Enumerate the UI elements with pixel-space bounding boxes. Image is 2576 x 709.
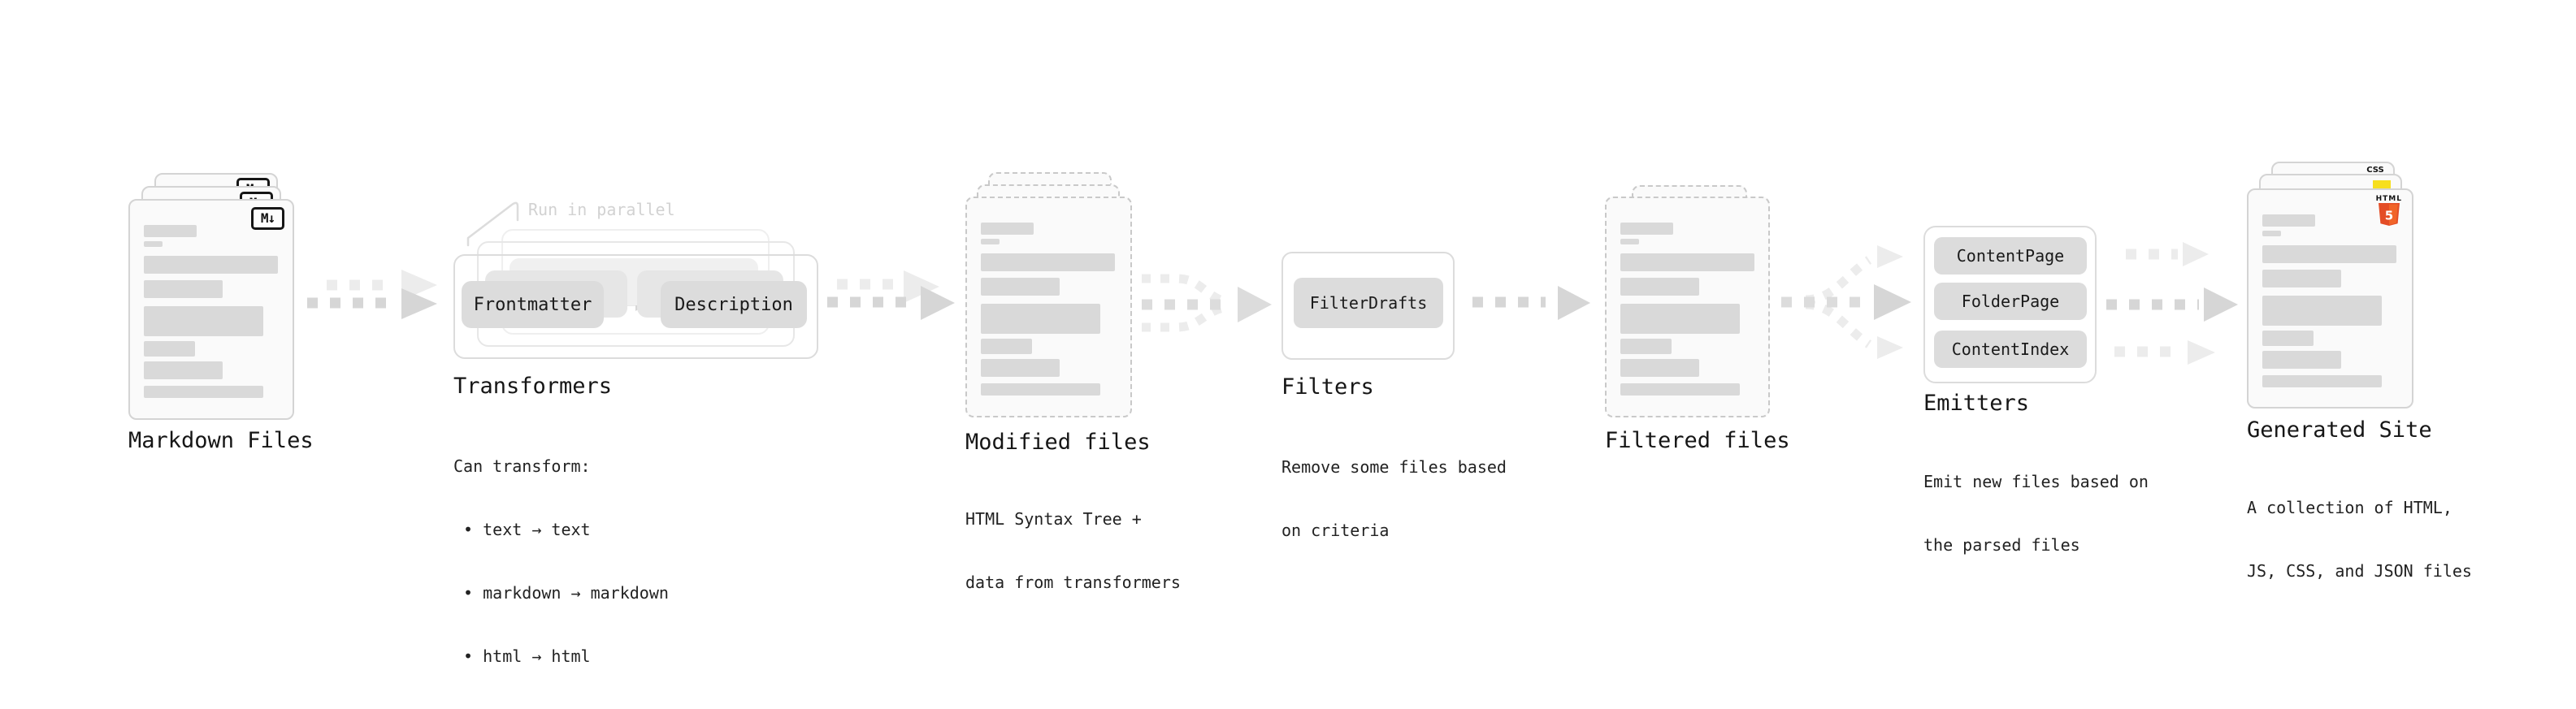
emitter-pill-contentpage: ContentPage [1934, 237, 2087, 275]
text-line-placeholder [2262, 245, 2396, 263]
filters-label: Filters [1281, 374, 1374, 400]
text-line-placeholder [1620, 359, 1699, 377]
text-line-placeholder [1620, 339, 1672, 354]
text-line-placeholder [2262, 375, 2382, 387]
text-line-placeholder [981, 278, 1060, 296]
text-line-placeholder [981, 253, 1115, 271]
transformers-label: Transformers [453, 374, 613, 399]
text-line-placeholder [2262, 351, 2341, 369]
description-line: • text → text [453, 520, 591, 539]
description-line: on criteria [1281, 521, 1390, 540]
markdown-icon: M↓ [251, 207, 284, 230]
css-icon-text: CSS [2366, 166, 2384, 175]
modified-files-label: Modified files [965, 430, 1151, 455]
markdown-file-card-front: M↓ [128, 199, 294, 420]
description-line: Can transform: [453, 456, 591, 476]
generated-file-card-html: HTML 5 [2247, 188, 2413, 409]
text-line-placeholder [1620, 383, 1740, 396]
text-line-placeholder [2262, 270, 2341, 287]
html5-icon: HTML 5 [2376, 195, 2402, 229]
filtered-files-label: Filtered files [1605, 428, 1790, 453]
transformer-layer-front [453, 254, 818, 359]
description-line: • markdown → markdown [453, 583, 669, 603]
arrow-modified-to-filters-merge [1142, 274, 1272, 332]
arrow-markdown-to-transformers [307, 270, 437, 319]
text-line-placeholder [2262, 296, 2382, 326]
filtered-file-card-front [1605, 197, 1770, 417]
filter-pill-filterdrafts: FilterDrafts [1294, 278, 1443, 328]
filters-description: Remove some files based on criteria [1281, 414, 1507, 583]
text-line-placeholder [144, 225, 197, 237]
text-line-placeholder [1620, 304, 1740, 334]
description-line: JS, CSS, and JSON files [2247, 561, 2472, 581]
transformer-pill-description: Description [661, 281, 807, 328]
description-line: the parsed files [1923, 535, 2080, 555]
emitter-pill-contentindex: ContentIndex [1934, 331, 2087, 368]
text-line-placeholder [144, 256, 278, 274]
html5-icon-text: HTML [2375, 195, 2402, 203]
text-line-placeholder [981, 339, 1032, 354]
description-line: A collection of HTML, [2247, 498, 2452, 517]
text-line-placeholder [2262, 331, 2314, 346]
transformers-description: Can transform: • text → text • markdown … [453, 413, 669, 709]
markdown-files-label: Markdown Files [128, 428, 314, 453]
description-line: Remove some files based [1281, 457, 1507, 477]
arrow-filters-to-filtered [1472, 286, 1590, 320]
arrow-emitters-to-generated [2106, 242, 2238, 365]
transformer-pill-frontmatter: Frontmatter [462, 281, 604, 328]
text-line-placeholder [981, 304, 1100, 334]
emitters-description: Emit new files based on the parsed files [1923, 429, 2149, 598]
generated-site-description: A collection of HTML, JS, CSS, and JSON … [2247, 455, 2472, 624]
text-line-placeholder [144, 386, 263, 398]
text-line-placeholder [144, 306, 263, 336]
text-line-placeholder [981, 239, 1000, 244]
text-line-placeholder [1620, 239, 1639, 244]
text-line-placeholder [144, 341, 195, 357]
text-line-placeholder [981, 383, 1100, 396]
pipeline-diagram: M↓ M↓ M↓ Markdown Files Run in parallel … [128, 162, 2472, 666]
text-line-placeholder [144, 361, 223, 379]
text-line-placeholder [2262, 214, 2315, 227]
modified-file-card-front [965, 197, 1132, 417]
text-line-placeholder [144, 280, 223, 298]
js-icon [2373, 180, 2391, 189]
emitters-label: Emitters [1923, 391, 2030, 416]
arrow-filtered-to-emitters-fork [1781, 245, 1911, 359]
description-line: data from transformers [965, 573, 1181, 592]
modified-files-description: HTML Syntax Tree + data from transformer… [965, 466, 1181, 635]
text-line-placeholder [1620, 253, 1754, 271]
text-line-placeholder [2262, 231, 2281, 236]
run-in-parallel-annotation: Run in parallel [528, 200, 675, 219]
text-line-placeholder [1620, 278, 1699, 296]
description-line: HTML Syntax Tree + [965, 509, 1142, 529]
text-line-placeholder [981, 359, 1060, 377]
text-line-placeholder [981, 223, 1034, 235]
emitter-pill-folderpage: FolderPage [1934, 283, 2087, 320]
text-line-placeholder [144, 241, 163, 247]
text-line-placeholder [1620, 223, 1673, 235]
run-in-parallel-leader-line [466, 201, 519, 247]
description-line: • html → html [453, 646, 591, 666]
arrow-transformers-to-modified [827, 270, 955, 320]
html5-shield: 5 [2378, 203, 2400, 226]
generated-site-label: Generated Site [2247, 417, 2432, 443]
description-line: Emit new files based on [1923, 472, 2149, 491]
svg-text:5: 5 [2385, 209, 2393, 223]
